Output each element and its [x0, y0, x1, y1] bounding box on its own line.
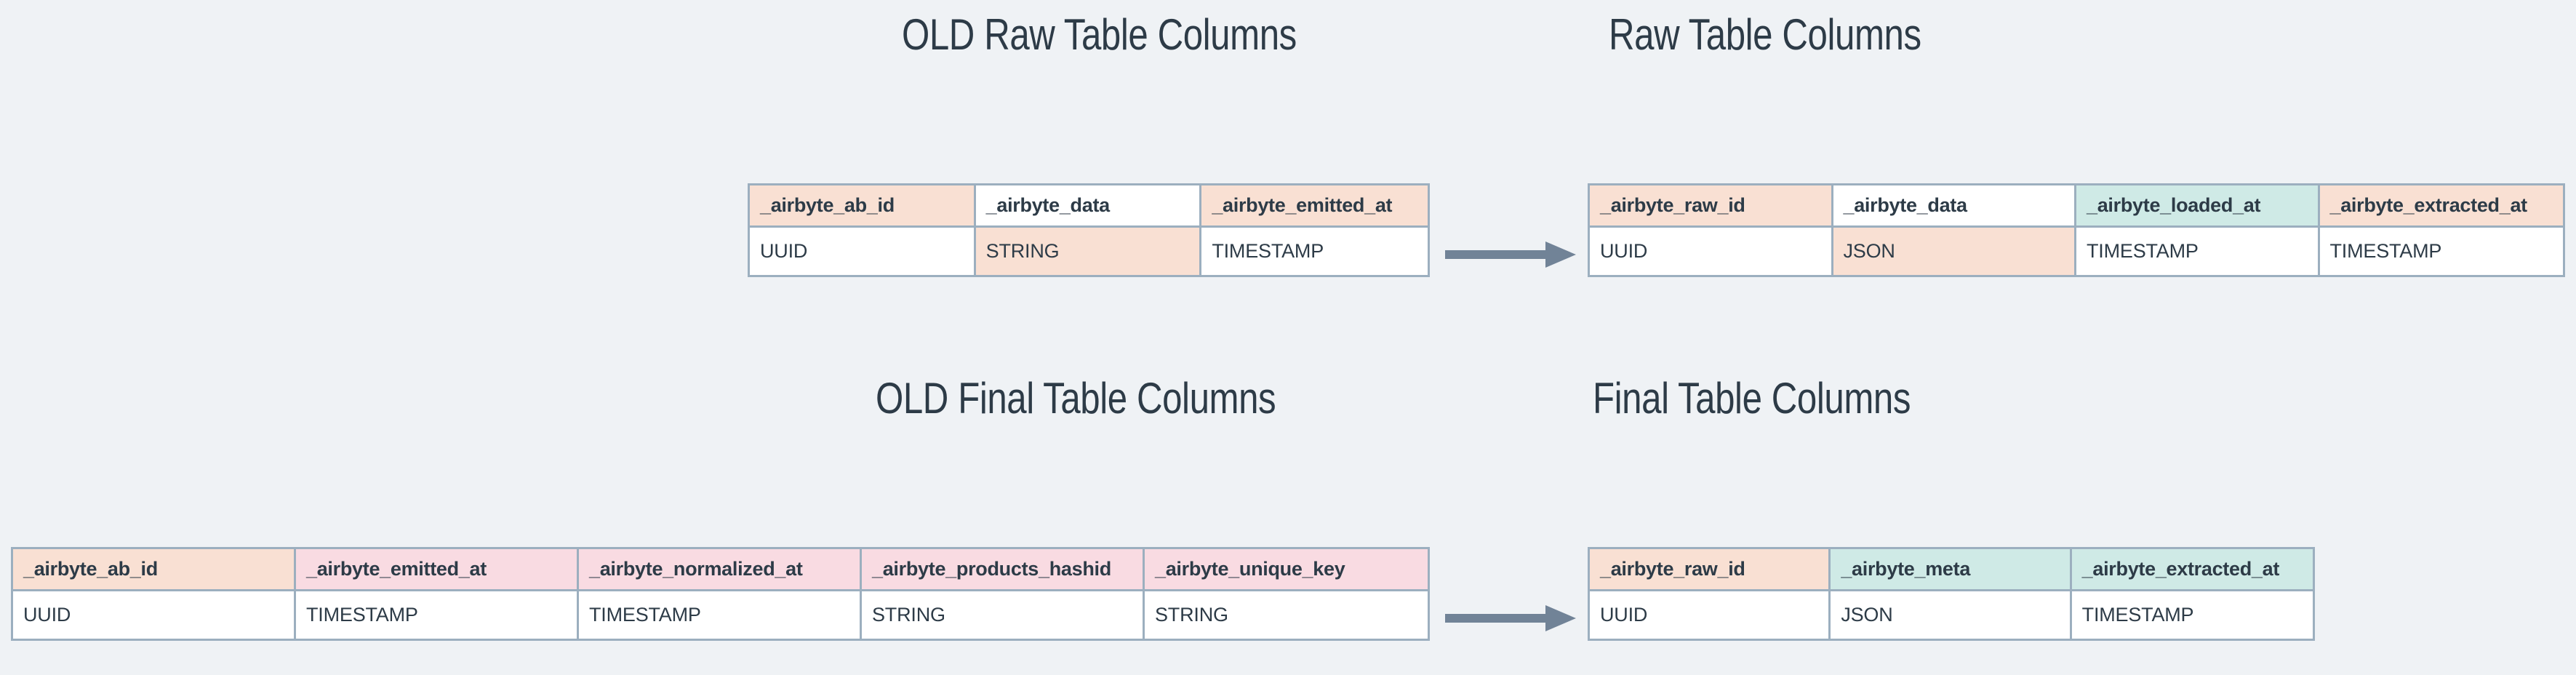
arrow-right-icon [1445, 241, 1576, 268]
arrow-right-icon [1445, 605, 1576, 631]
column-header-cell: _airbyte_emitted_at [296, 549, 579, 591]
column-type-cell: TIMESTAMP [2076, 228, 2320, 275]
column-header-cell: _airbyte_extracted_at [2071, 549, 2313, 591]
column-type-cell: UUID [1590, 228, 1833, 275]
old-raw-table-title: OLD Raw Table Columns [902, 10, 1297, 59]
table-header-row: _airbyte_ab_id_airbyte_data_airbyte_emit… [750, 185, 1428, 228]
column-type-cell: STRING [862, 591, 1145, 639]
new-raw-columns-table: _airbyte_raw_id_airbyte_data_airbyte_loa… [1588, 183, 2565, 277]
column-type-cell: STRING [975, 228, 1202, 275]
column-type-cell: TIMESTAMP [1201, 228, 1428, 275]
column-header-cell: _airbyte_data [1833, 185, 2076, 228]
column-type-cell: TIMESTAMP [296, 591, 579, 639]
column-header-cell: _airbyte_normalized_at [579, 549, 862, 591]
column-type-cell: UUID [750, 228, 976, 275]
new-raw-table-title: Raw Table Columns [1609, 10, 1921, 59]
old-final-columns-table: _airbyte_ab_id_airbyte_emitted_at_airbyt… [11, 547, 1430, 641]
old-raw-columns-table: _airbyte_ab_id_airbyte_data_airbyte_emit… [748, 183, 1430, 277]
column-header-cell: _airbyte_meta [1831, 549, 2072, 591]
column-header-cell: _airbyte_emitted_at [1201, 185, 1428, 228]
table-header-row: _airbyte_raw_id_airbyte_meta_airbyte_ext… [1590, 549, 2313, 591]
column-header-cell: _airbyte_ab_id [750, 185, 976, 228]
column-type-cell: TIMESTAMP [2319, 228, 2563, 275]
column-type-cell: TIMESTAMP [579, 591, 862, 639]
column-header-cell: _airbyte_data [975, 185, 1202, 228]
column-type-cell: UUID [1590, 591, 1831, 639]
new-final-columns-table: _airbyte_raw_id_airbyte_meta_airbyte_ext… [1588, 547, 2315, 641]
column-header-cell: _airbyte_products_hashid [862, 549, 1145, 591]
column-header-cell: _airbyte_raw_id [1590, 185, 1833, 228]
old-final-table-title: OLD Final Table Columns [876, 374, 1276, 423]
column-header-cell: _airbyte_raw_id [1590, 549, 1831, 591]
column-type-cell: JSON [1831, 591, 2072, 639]
column-type-cell: STRING [1145, 591, 1428, 639]
column-header-cell: _airbyte_unique_key [1145, 549, 1428, 591]
column-header-cell: _airbyte_loaded_at [2076, 185, 2320, 228]
column-type-cell: JSON [1833, 228, 2076, 275]
column-header-cell: _airbyte_extracted_at [2319, 185, 2563, 228]
table-header-row: _airbyte_ab_id_airbyte_emitted_at_airbyt… [13, 549, 1428, 591]
column-header-cell: _airbyte_ab_id [13, 549, 296, 591]
table-header-row: _airbyte_raw_id_airbyte_data_airbyte_loa… [1590, 185, 2563, 228]
column-type-cell: TIMESTAMP [2071, 591, 2313, 639]
column-type-cell: UUID [13, 591, 296, 639]
new-final-table-title: Final Table Columns [1593, 374, 1911, 423]
